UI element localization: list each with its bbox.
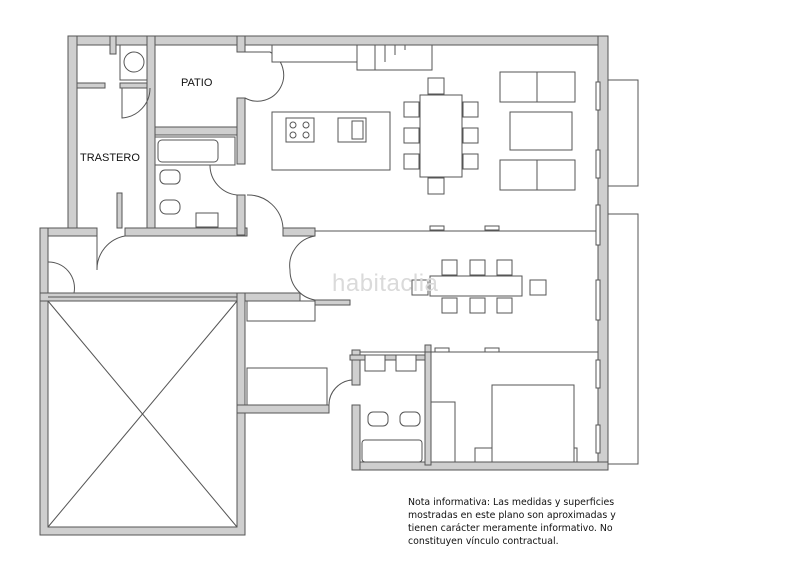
room-label-patio: PATIO <box>181 77 213 89</box>
garage <box>39 292 246 536</box>
sliding-partitions <box>315 225 598 353</box>
doors <box>47 51 353 406</box>
bed-icon <box>491 384 575 463</box>
washing-machine <box>119 44 148 81</box>
dining-table-2 <box>411 259 547 314</box>
living-furniture <box>499 71 576 191</box>
bedroom-furniture <box>246 300 578 463</box>
balcony-lower <box>605 213 639 465</box>
room-label-trastero: TRASTERO <box>80 152 140 164</box>
balcony-upper <box>605 79 639 187</box>
dining-table-1 <box>403 77 479 195</box>
kitchen <box>271 44 433 171</box>
stove-icon <box>285 117 315 143</box>
disclaimer-note: Nota informativa: Las medidas y superfic… <box>408 497 616 547</box>
bathroom-fixtures <box>154 136 423 463</box>
windows <box>48 81 601 454</box>
